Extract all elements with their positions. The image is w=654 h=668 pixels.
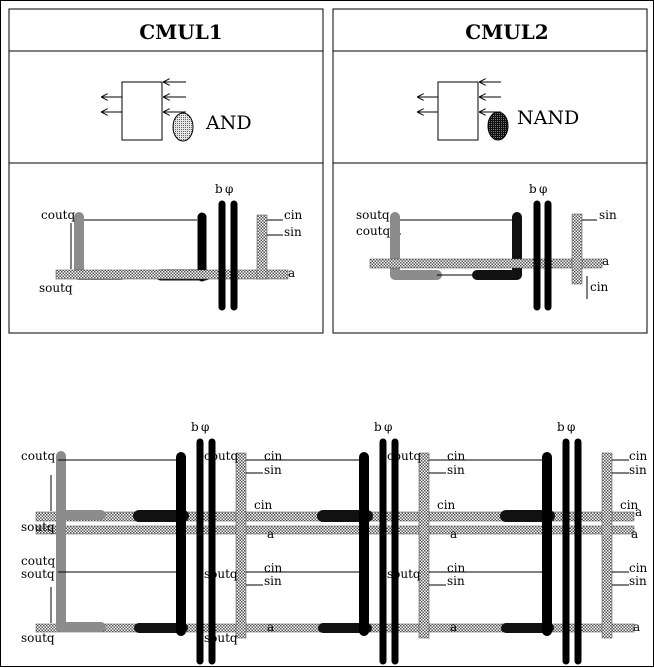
cmul1-poly-gray [74, 212, 126, 280]
array-a-label-2: a [267, 620, 274, 634]
cmul2-gate-symbol: NAND [417, 81, 579, 141]
array-cin-label-9: cin [629, 561, 648, 575]
array-phi-label-1: φ [201, 420, 209, 434]
array-coutq-label-1: coutq [21, 449, 55, 463]
array-a-label-3: a [450, 527, 457, 541]
array-sin-label-3: sin [447, 463, 465, 477]
array-poly-left [56, 451, 106, 632]
array-cin-label-7: cin [629, 449, 648, 463]
array-cin-label-1: cin [264, 449, 283, 463]
array-a-label-4: a [450, 620, 457, 634]
array-coutq-label-2: coutq [21, 554, 55, 568]
panel-cmul2-title: CMUL2 [465, 20, 548, 44]
array-sin-label-5: sin [629, 463, 647, 477]
array-a-label-1: a [267, 527, 274, 541]
array-cin-label-5: cin [437, 498, 456, 512]
cmul2-soutq-label: soutq [356, 208, 390, 222]
array-phi-label-3: φ [567, 420, 575, 434]
panel-cmul2: CMUL2 NAND soutq coutq b φ [332, 8, 648, 334]
array-sin-label-4: sin [447, 574, 465, 588]
array-soutq-label-2: soutq [21, 567, 55, 581]
cmul1-a-label: a [288, 266, 295, 280]
array-sin-label-2: sin [264, 574, 282, 588]
cmul2-metal-path [472, 212, 522, 280]
cmul2-poly-gray [390, 212, 442, 280]
cmul2-gate-label: NAND [517, 107, 579, 129]
array-col3-diffusion [601, 452, 613, 639]
cmul2-phi-label: φ [539, 182, 547, 196]
cmul1-a-diffusion [55, 269, 289, 280]
array-cin-label-4: cin [447, 449, 466, 463]
array-coutq-label-3: coutq [204, 449, 238, 463]
array-sin-label-6: sin [629, 574, 647, 588]
array-cin-label-8: cin [620, 498, 639, 512]
array-cin-label-3: cin [264, 561, 283, 575]
cmul2-sin-label: sin [599, 208, 617, 222]
cmul1-cin-label: cin [284, 208, 303, 222]
array-soutq-label-6: soutq [387, 567, 421, 581]
array-coutq-label-4: coutq [387, 449, 421, 463]
array-soutq-label-3: soutq [21, 631, 55, 645]
cmul1-b-label: b [215, 182, 223, 196]
cmul1-gate-label: AND [205, 112, 252, 134]
cmul1-gate-symbol: AND [101, 81, 252, 142]
cmul1-soutq-label: soutq [39, 281, 73, 295]
cmul2-b-label: b [529, 182, 537, 196]
multiplier-array: coutq soutq coutq soutq soutq b φ coutq … [21, 420, 648, 665]
array-sin-label-1: sin [264, 463, 282, 477]
cmul2-layout: soutq coutq b φ sin cin a [356, 182, 617, 311]
and-gate-ellipse [172, 112, 194, 142]
array-b-label-1: b [191, 420, 199, 434]
cmul1-layout: coutq soutq b φ cin sin a [39, 182, 303, 311]
array-a-label-5: a [635, 505, 642, 519]
cmul2-sin-diffusion [571, 213, 583, 285]
array-col1-diffusion [235, 452, 247, 639]
cmul2-cell-box [437, 81, 479, 141]
cmul1-coutq-label: coutq [41, 208, 75, 222]
cmul1-sin-label: sin [284, 225, 302, 239]
cmul1-cell-box [121, 81, 163, 141]
cmul1-cin-diffusion [256, 214, 268, 280]
cmul2-a-diffusion [369, 258, 603, 269]
array-soutq-label-4: soutq [204, 567, 238, 581]
array-b-label-3: b [557, 420, 565, 434]
array-a-label-6: a [631, 527, 638, 541]
array-cin-label-6: cin [447, 561, 466, 575]
array-a-rail-2 [35, 525, 635, 535]
array-soutq-label-1: soutq [21, 520, 55, 534]
panel-cmul1: CMUL1 AND coutq soutq b [8, 8, 324, 334]
array-col2-diffusion [418, 452, 430, 639]
cmul2-cin-label: cin [590, 280, 609, 294]
panel-cmul2-frame [332, 8, 648, 334]
cmul1-phi-label: φ [225, 182, 233, 196]
panel-cmul1-title: CMUL1 [139, 20, 222, 44]
array-b-label-2: b [374, 420, 382, 434]
cmul2-coutq-label: coutq [356, 224, 390, 238]
nand-gate-ellipse [487, 111, 509, 141]
array-phi-label-2: φ [384, 420, 392, 434]
array-a-label-7: a [633, 620, 640, 634]
array-cin-label-2: cin [254, 498, 273, 512]
panel-cmul1-frame [8, 8, 324, 334]
cmul2-a-label: a [602, 254, 609, 268]
array-soutq-label-5: soutq [204, 631, 238, 645]
